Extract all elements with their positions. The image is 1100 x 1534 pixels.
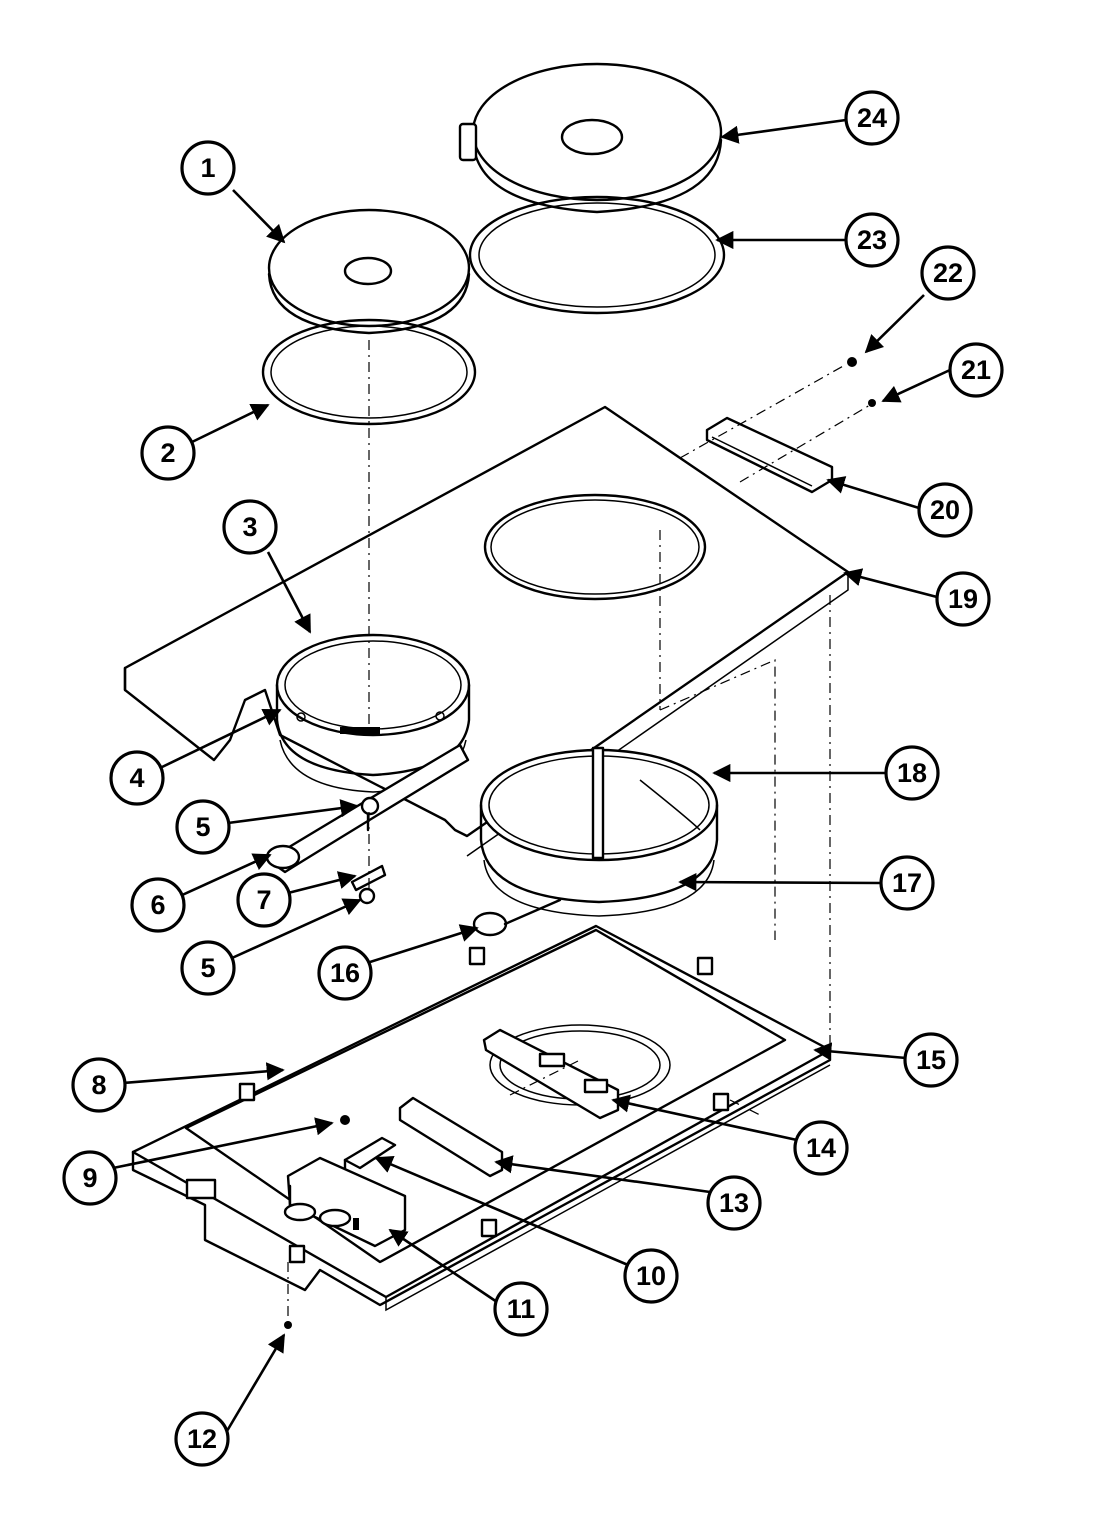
callout-label: 24 <box>857 103 887 133</box>
large-surface-element <box>458 62 723 214</box>
callout-22: 22 <box>920 245 976 301</box>
callout-label: 9 <box>82 1163 97 1193</box>
callout-7: 7 <box>236 872 292 928</box>
callout-20: 20 <box>917 482 973 538</box>
callout-label: 20 <box>930 495 960 525</box>
callout-label: 5 <box>195 812 210 842</box>
callout-label: 21 <box>961 355 991 385</box>
callout-16: 16 <box>317 945 373 1001</box>
small-surface-element <box>267 208 471 335</box>
callout-label: 17 <box>892 868 922 898</box>
callout-label: 5 <box>200 953 215 983</box>
callout-10: 10 <box>623 1248 679 1304</box>
callout-label: 22 <box>933 258 963 288</box>
callout-13: 13 <box>706 1175 762 1231</box>
callout-21: 21 <box>948 342 1004 398</box>
small-trim-ring <box>261 318 477 426</box>
callout-4: 4 <box>109 750 165 806</box>
callout-label: 14 <box>806 1133 836 1163</box>
callout-9: 9 <box>62 1150 118 1206</box>
callout-label: 1 <box>200 153 215 183</box>
infinite-switch <box>283 1156 407 1248</box>
callout-label: 12 <box>187 1424 217 1454</box>
callout-label: 2 <box>160 438 175 468</box>
left-burner-mount-ring <box>275 633 471 793</box>
callout-label: 23 <box>857 225 887 255</box>
callout-label: 13 <box>719 1188 749 1218</box>
callout-label: 19 <box>948 584 978 614</box>
callout-6: 6 <box>130 877 186 933</box>
left-bracket-assembly <box>265 743 470 905</box>
callout-label: 8 <box>91 1070 106 1100</box>
callout-8: 8 <box>71 1057 127 1113</box>
callout-label: 10 <box>636 1261 666 1291</box>
callout-11: 11 <box>493 1281 549 1337</box>
callout-label: 7 <box>256 885 271 915</box>
callout-17: 17 <box>879 855 935 911</box>
callout-15: 15 <box>903 1032 959 1088</box>
callout-23: 23 <box>844 212 900 268</box>
callout-5-upper: 5 <box>175 799 231 855</box>
callout-3: 3 <box>222 499 278 555</box>
callout-12: 12 <box>174 1411 230 1467</box>
callout-2: 2 <box>140 425 196 481</box>
callout-leaders <box>112 118 951 1432</box>
callout-label: 3 <box>242 512 257 542</box>
callout-24: 24 <box>844 90 900 146</box>
callout-label: 4 <box>129 763 144 793</box>
burner-box-pan <box>131 924 832 1312</box>
back-trim-bracket <box>705 416 834 494</box>
callout-14: 14 <box>793 1120 849 1176</box>
callout-1: 1 <box>180 140 236 196</box>
callout-label: 6 <box>150 890 165 920</box>
large-trim-ring <box>468 195 726 315</box>
right-burner-mount-ring <box>479 746 719 917</box>
callout-18: 18 <box>884 745 940 801</box>
callout-5-lower: 5 <box>180 940 236 996</box>
callout-label: 11 <box>507 1294 536 1324</box>
callout-label: 15 <box>916 1045 946 1075</box>
callout-label: 16 <box>330 958 360 988</box>
screw-hardware <box>284 357 876 1329</box>
callout-19: 19 <box>935 571 991 627</box>
right-bracket-clip <box>472 898 562 937</box>
assembly-centerlines <box>287 340 871 1325</box>
callout-label: 18 <box>897 758 927 788</box>
